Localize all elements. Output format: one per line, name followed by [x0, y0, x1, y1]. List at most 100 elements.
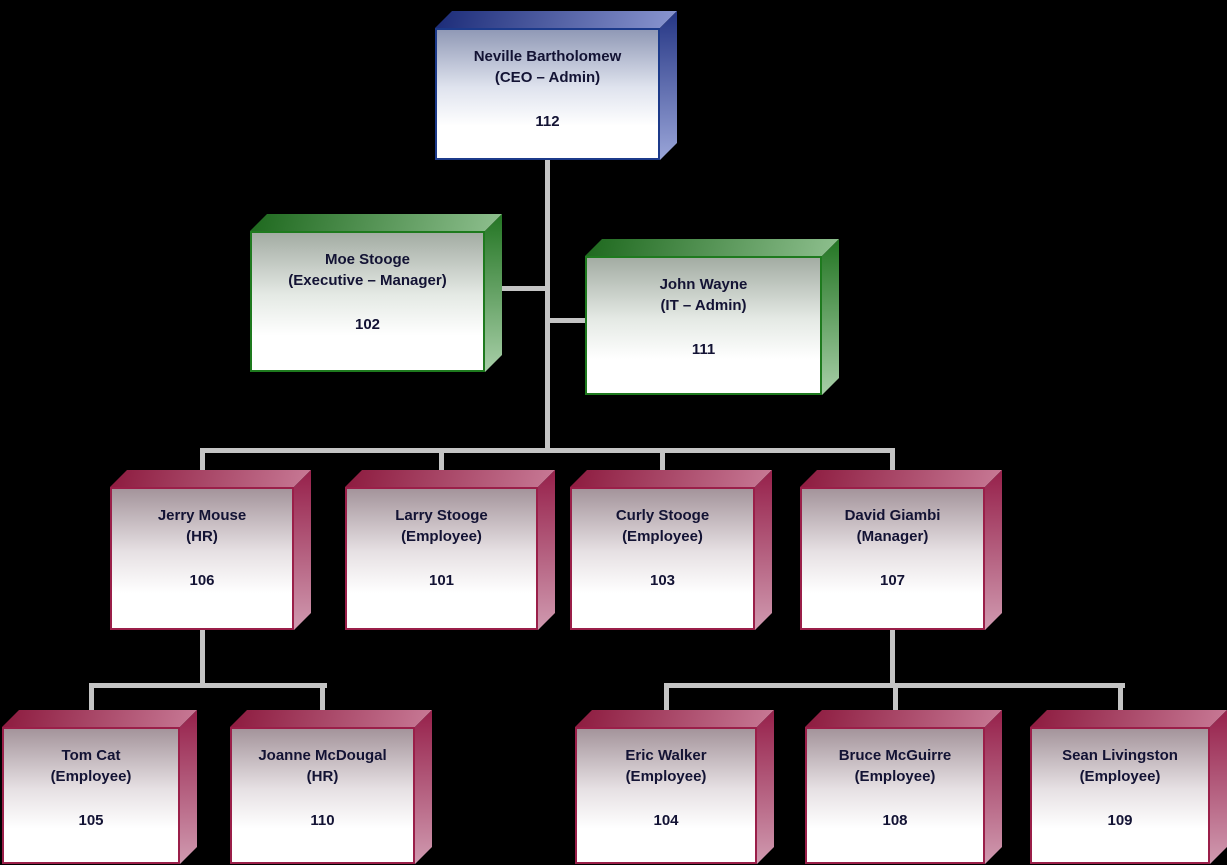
box-front-face: David Giambi (Manager) 107	[800, 487, 985, 630]
box-front-face: Bruce McGuirre (Employee) 108	[805, 727, 985, 864]
node-id: 108	[882, 812, 908, 829]
connector-line	[200, 630, 205, 688]
org-node-jerry-mouse[interactable]: Jerry Mouse (HR) 106	[110, 487, 294, 630]
box-top-face	[230, 710, 432, 727]
box-front-face: John Wayne (IT – Admin) 111	[585, 256, 822, 395]
box-right-face	[985, 470, 1002, 630]
node-id: 109	[1107, 812, 1133, 829]
node-id: 110	[310, 812, 335, 829]
node-title: (Employee)	[1079, 768, 1161, 785]
node-name: Eric Walker	[625, 747, 707, 764]
box-front-face: Curly Stooge (Employee) 103	[570, 487, 755, 630]
box-top-face	[570, 470, 772, 487]
box-front-face: Neville Bartholomew (CEO – Admin) 112	[435, 28, 660, 160]
connector-line	[320, 683, 325, 730]
node-title: (Employee)	[625, 768, 707, 785]
node-title: (Employee)	[854, 768, 936, 785]
box-front-face: Joanne McDougal (HR) 110	[230, 727, 415, 864]
node-id: 101	[428, 572, 455, 589]
node-name: Moe Stooge	[325, 251, 410, 268]
box-top-face	[110, 470, 311, 487]
node-title: (Employee)	[401, 528, 482, 545]
box-top-face	[575, 710, 774, 727]
connector-line	[89, 683, 327, 688]
node-id: 103	[649, 572, 676, 589]
org-node-curly-stooge[interactable]: Curly Stooge (Employee) 103	[570, 487, 755, 630]
box-right-face	[660, 11, 677, 160]
org-node-david-giambi[interactable]: David Giambi (Manager) 107	[800, 487, 985, 630]
org-node-sean-livingston[interactable]: Sean Livingston (Employee) 109	[1030, 727, 1210, 864]
connector-line	[1118, 683, 1123, 730]
connector-line	[89, 683, 94, 730]
node-name: Sean Livingston	[1062, 747, 1178, 764]
box-front-face: Larry Stooge (Employee) 101	[345, 487, 538, 630]
node-id: 107	[879, 572, 906, 589]
box-front-face: Sean Livingston (Employee) 109	[1030, 727, 1210, 864]
box-front-face: Jerry Mouse (HR) 106	[110, 487, 294, 630]
connector-line	[439, 448, 444, 490]
connector-line	[893, 683, 898, 730]
node-id: 105	[78, 812, 104, 829]
box-top-face	[800, 470, 1002, 487]
connector-line	[547, 318, 587, 323]
box-right-face	[985, 710, 1002, 864]
node-title: (Executive – Manager)	[288, 272, 447, 289]
node-name: Bruce McGuirre	[838, 747, 952, 764]
node-name: Jerry Mouse	[157, 507, 247, 524]
connector-line	[500, 286, 547, 291]
connector-line	[200, 448, 894, 453]
node-id: 106	[189, 572, 215, 589]
org-node-bruce-mcguirre[interactable]: Bruce McGuirre (Employee) 108	[805, 727, 985, 864]
box-right-face	[415, 710, 432, 864]
node-title: (Employee)	[50, 768, 132, 785]
connector-line	[890, 448, 895, 490]
box-front-face: Moe Stooge (Executive – Manager) 102	[250, 231, 485, 372]
box-right-face	[294, 470, 311, 630]
node-name: Joanne McDougal	[258, 747, 387, 764]
org-node-eric-walker[interactable]: Eric Walker (Employee) 104	[575, 727, 757, 864]
node-title: (IT – Admin)	[660, 297, 747, 314]
connector-line	[545, 160, 550, 450]
node-name: David Giambi	[844, 507, 941, 524]
box-right-face	[822, 239, 839, 395]
node-id: 102	[354, 316, 381, 333]
org-node-tom-cat[interactable]: Tom Cat (Employee) 105	[2, 727, 180, 864]
box-right-face	[538, 470, 555, 630]
node-title: (Manager)	[856, 528, 929, 545]
connector-line	[200, 448, 205, 490]
box-front-face: Eric Walker (Employee) 104	[575, 727, 757, 864]
connector-line	[890, 630, 895, 688]
box-top-face	[585, 239, 839, 256]
box-right-face	[757, 710, 774, 864]
org-node-joanne-mcdougal[interactable]: Joanne McDougal (HR) 110	[230, 727, 415, 864]
box-top-face	[250, 214, 502, 231]
node-name: Tom Cat	[61, 747, 121, 764]
connector-line	[660, 448, 665, 490]
node-title: (CEO – Admin)	[494, 69, 601, 86]
org-node-john-wayne[interactable]: John Wayne (IT – Admin) 111	[585, 256, 822, 395]
node-name: Neville Bartholomew	[473, 48, 622, 65]
org-node-neville-bartholomew[interactable]: Neville Bartholomew (CEO – Admin) 112	[435, 28, 660, 160]
box-top-face	[805, 710, 1002, 727]
node-title: (Employee)	[622, 528, 703, 545]
node-id: 112	[535, 113, 560, 130]
box-top-face	[345, 470, 555, 487]
node-name: Larry Stooge	[395, 507, 488, 524]
node-id: 104	[653, 812, 679, 829]
box-front-face: Tom Cat (Employee) 105	[2, 727, 180, 864]
box-right-face	[180, 710, 197, 864]
node-title: (HR)	[306, 768, 339, 785]
box-right-face	[755, 470, 772, 630]
node-name: John Wayne	[659, 276, 748, 293]
org-node-larry-stooge[interactable]: Larry Stooge (Employee) 101	[345, 487, 538, 630]
node-title: (HR)	[186, 528, 218, 545]
box-top-face	[2, 710, 197, 727]
node-name: Curly Stooge	[615, 507, 710, 524]
box-top-face	[435, 11, 677, 28]
box-right-face	[1210, 710, 1227, 864]
org-node-moe-stooge[interactable]: Moe Stooge (Executive – Manager) 102	[250, 231, 485, 372]
box-top-face	[1030, 710, 1227, 727]
connector-line	[664, 683, 669, 730]
node-id: 111	[691, 341, 716, 358]
